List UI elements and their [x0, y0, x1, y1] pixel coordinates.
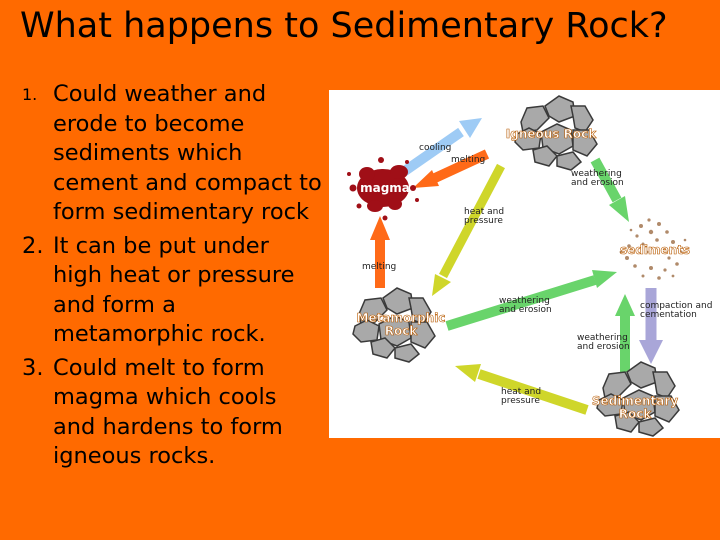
rock-cycle-svg: magma sediments Igneous Rock — [347, 95, 712, 437]
metamorphic-rock-node: Metamorphic Rock — [352, 287, 446, 363]
melting-arrow-left — [370, 216, 390, 288]
list-text: Could weather and erode to become sedime… — [53, 81, 322, 225]
igneous-rock-label: Igneous Rock — [506, 127, 597, 141]
list-text: Could melt to form magma which cools and… — [53, 354, 283, 470]
rock-cycle-diagram: magma sediments Igneous Rock — [329, 90, 720, 438]
list-item: 3. Could melt to form magma which cools … — [22, 354, 322, 472]
melting-label: melting — [451, 155, 485, 165]
heat-pressure-label: heat and — [501, 387, 541, 397]
compaction-arrow — [639, 288, 663, 364]
weathering-arrow-bottom — [615, 294, 635, 372]
point-list: 1. Could weather and erode to become sed… — [22, 80, 322, 476]
weathering-label: weathering — [499, 296, 550, 306]
metamorphic-rock-label: Metamorphic — [357, 311, 446, 325]
cooling-label: cooling — [419, 143, 451, 153]
weathering-arrow-middle — [445, 270, 617, 331]
weathering-label: and erosion — [577, 342, 630, 352]
list-item: 1. Could weather and erode to become sed… — [22, 80, 322, 228]
heat-pressure-label: pressure — [464, 216, 503, 226]
weathering-label: and erosion — [499, 305, 552, 315]
list-item: 2. It can be put under high heat or pres… — [22, 232, 322, 350]
igneous-rock-node: Igneous Rock — [505, 95, 598, 171]
magma-node: magma — [347, 157, 419, 221]
sedimentary-rock-label: Sedimentary — [592, 394, 678, 408]
weathering-label: weathering — [577, 333, 628, 343]
compaction-label: cementation — [640, 310, 697, 320]
cooling-arrow — [396, 118, 482, 180]
sediments-node: sediments — [619, 218, 690, 280]
compaction-label: compaction and — [640, 301, 712, 311]
heat-pressure-label: pressure — [501, 396, 540, 406]
sedimentary-rock-node: Sedimentary Rock — [592, 361, 680, 437]
heat-pressure-label: heat and — [464, 207, 504, 217]
weathering-label: and erosion — [571, 178, 624, 188]
melting-arrow-top — [413, 149, 490, 188]
sedimentary-rock-label: Rock — [619, 407, 653, 421]
list-number: 2. — [22, 232, 44, 259]
sediments-label: sediments — [620, 243, 690, 257]
slide-title: What happens to Sedimentary Rock? — [20, 6, 668, 46]
magma-label: magma — [360, 181, 410, 195]
list-text: It can be put under high heat or pressur… — [53, 232, 295, 348]
sediments-icon — [619, 218, 687, 280]
heat-pressure-arrow-top — [432, 163, 505, 296]
list-number: 3. — [22, 354, 44, 381]
weathering-label: weathering — [571, 169, 622, 179]
weathering-arrow-top — [590, 157, 629, 222]
melting-label: melting — [362, 262, 396, 272]
list-number: 1. — [22, 85, 38, 104]
metamorphic-rock-label: Rock — [385, 324, 419, 338]
heat-pressure-arrow-bottom — [455, 364, 589, 415]
magma-splat-icon — [347, 157, 419, 221]
